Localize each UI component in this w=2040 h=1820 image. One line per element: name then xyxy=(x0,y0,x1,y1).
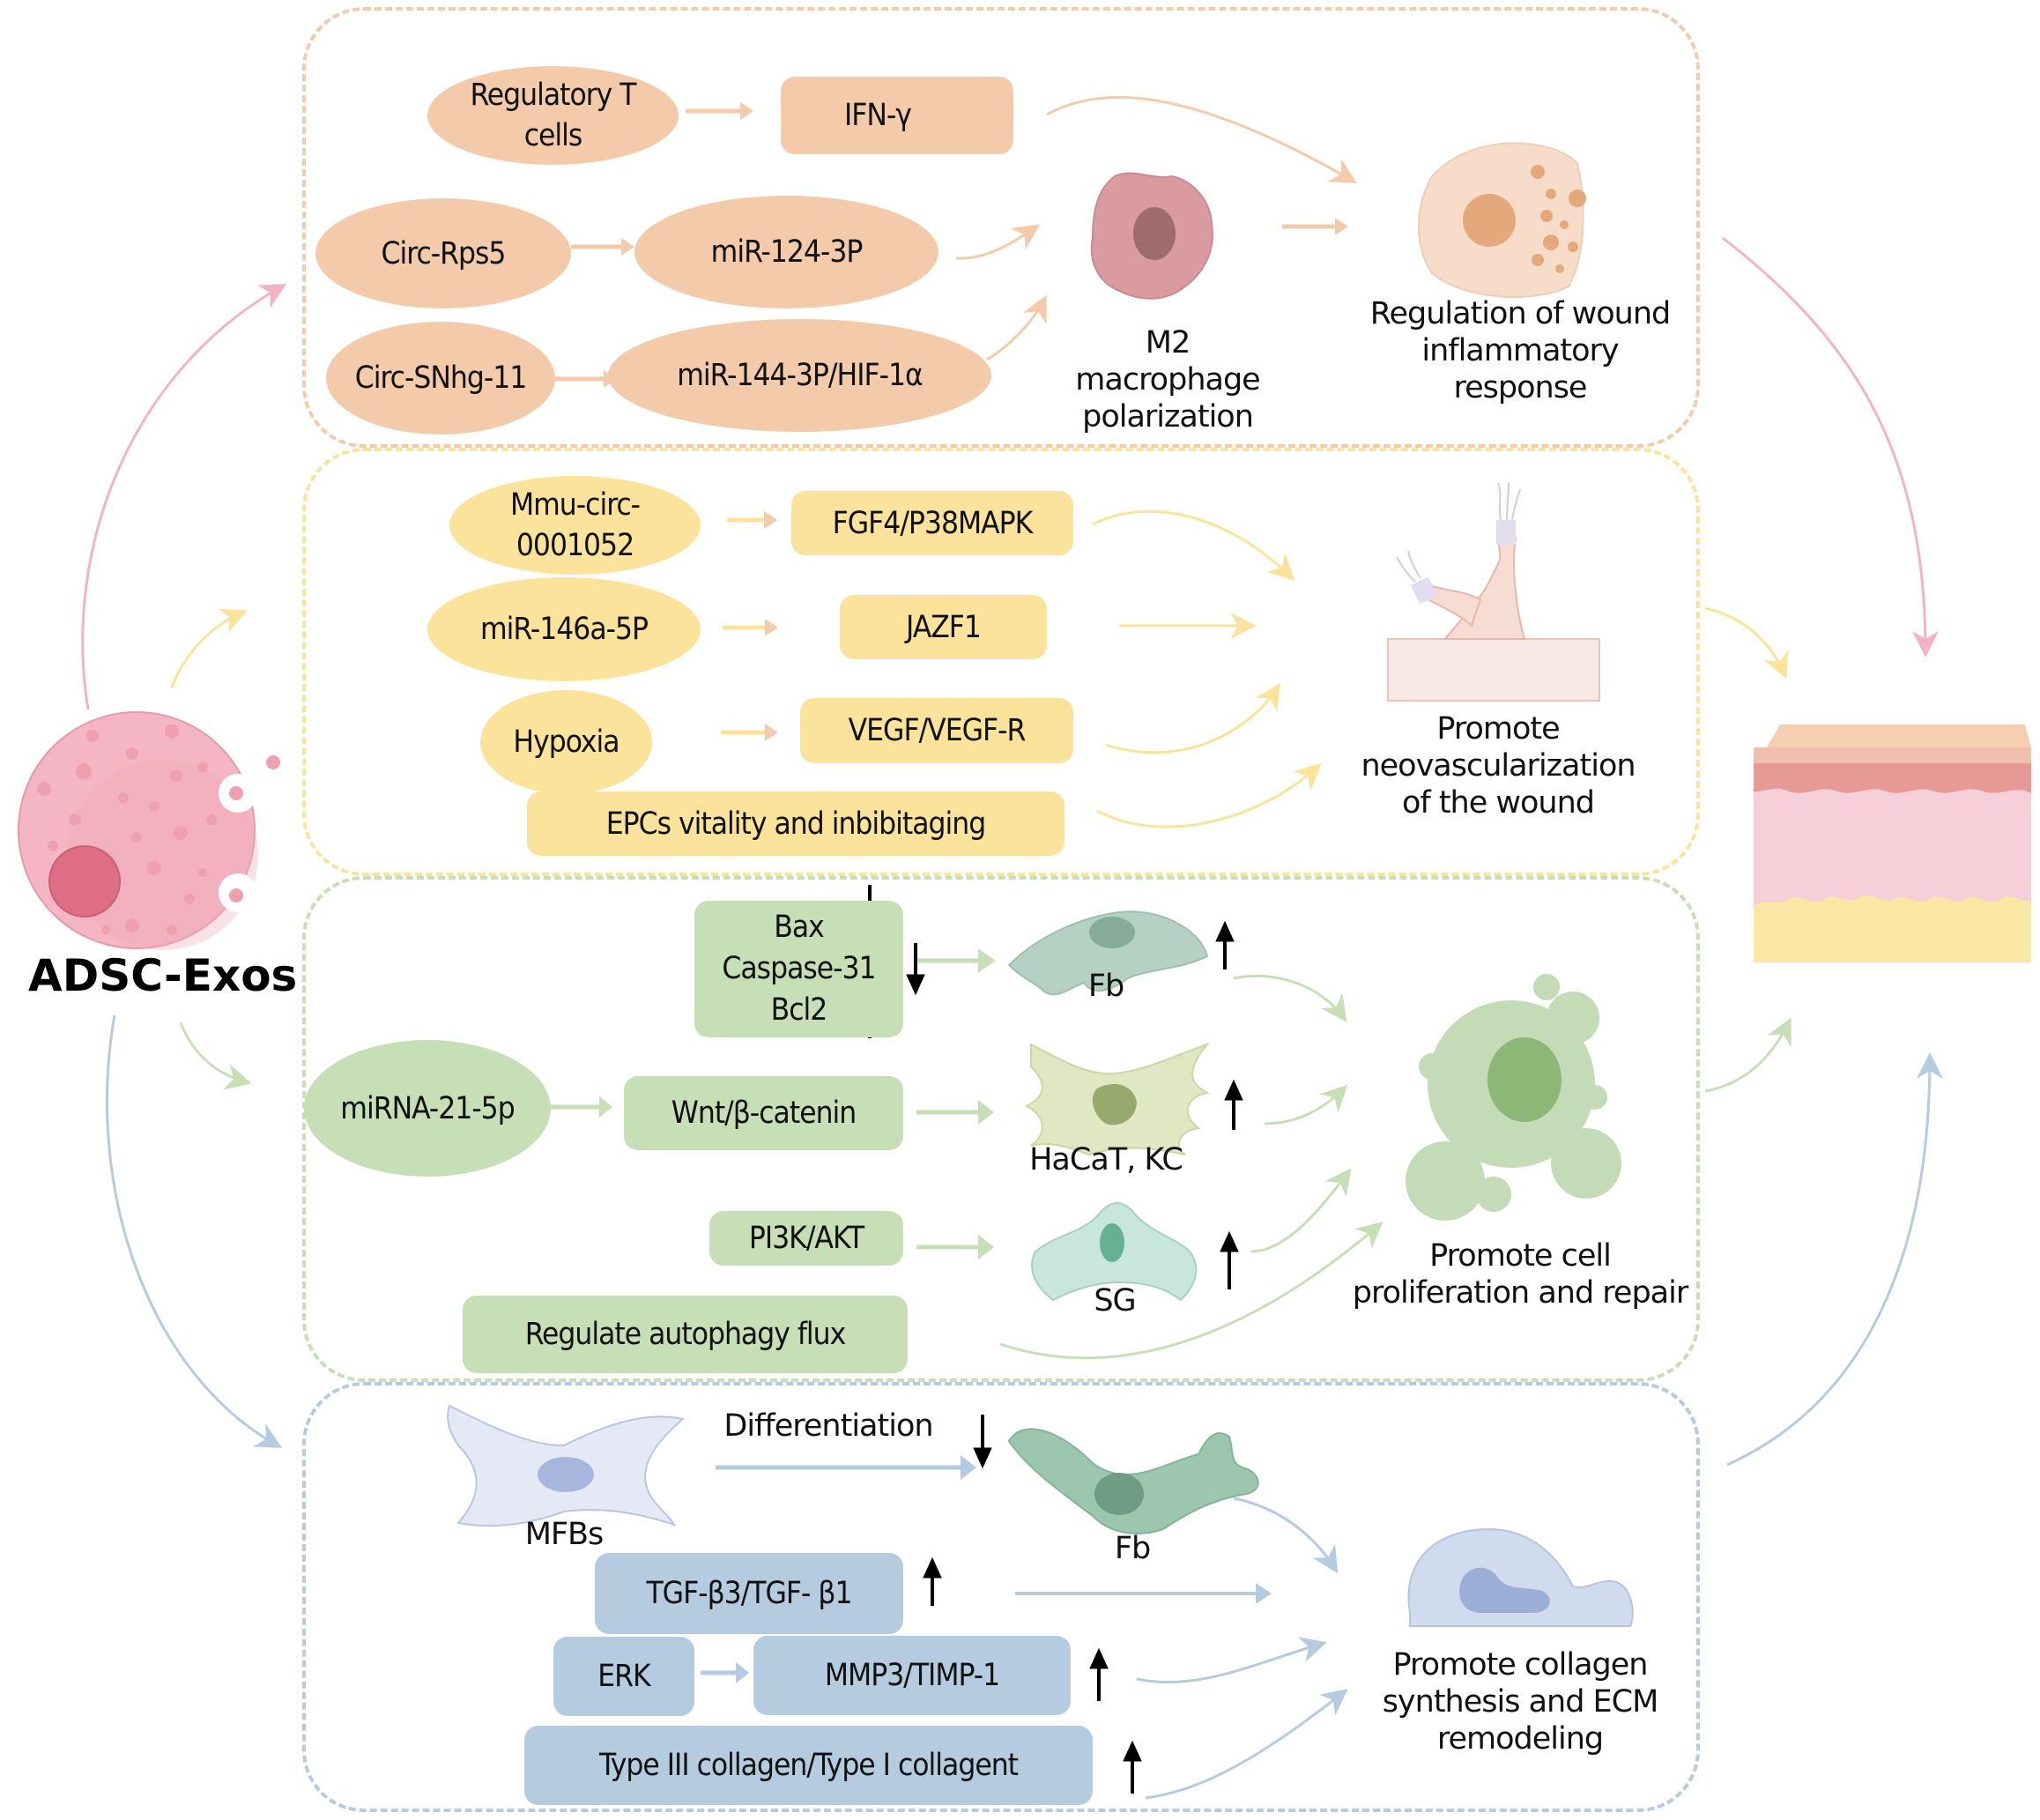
outcome-neovascularization: Promote neovascularization of the wound xyxy=(1361,711,1636,821)
outcome-inflammatory-response: Regulation of wound inflammatory respons… xyxy=(1369,296,1672,405)
inflammation-panel xyxy=(302,7,1700,448)
arrow-angiogenesis-to-skin xyxy=(1704,606,1789,680)
node-mirna-21-5p: miRNA-21-5p xyxy=(304,1040,551,1177)
node-ifn-gamma-label: IFN-γ xyxy=(844,98,912,133)
node-epcs-vitality: EPCs vitality and inbibitaging xyxy=(527,791,1065,856)
arrow-source-to-inflammation xyxy=(81,284,287,710)
source-label: ADSC-Exos xyxy=(28,950,298,1001)
arrow-inflammation-to-skin xyxy=(1722,236,1939,657)
node-pi3k-akt: PI3K/AKT xyxy=(709,1211,903,1266)
node-hypoxia: Hypoxia xyxy=(480,690,652,794)
node-mir-144-3p-hif: miR-144-3P/HIF-1α xyxy=(608,319,991,432)
arrow-source-to-angiogenesis xyxy=(170,608,248,688)
arrow-source-to-proliferation xyxy=(179,1021,252,1090)
label-sg: SG xyxy=(1094,1283,1136,1319)
outcome-cell-proliferation: Promote cell proliferation and repair xyxy=(1352,1238,1688,1311)
arrow-remodeling-to-skin xyxy=(1726,1052,1943,1467)
remodeling-panel xyxy=(302,1382,1700,1812)
node-mir-146a-5p: miR-146a-5P xyxy=(427,577,701,681)
node-regulate-autophagy-flux: Regulate autophagy flux xyxy=(463,1296,908,1373)
node-mir-124-3p: miR-124-3P xyxy=(634,196,938,308)
node-tgf-beta: TGF-β3/TGF- β1 xyxy=(595,1553,903,1634)
node-ifn-gamma: IFN-γ xyxy=(781,77,1013,154)
skin-tissue-icon xyxy=(1754,724,2031,962)
label-mfbs: MFBs xyxy=(524,1517,605,1552)
label-differentiation: Differentiation xyxy=(723,1408,933,1444)
node-mmu-circ-0001052: Mmu-circ-0001052 xyxy=(449,476,701,575)
node-vegf-vegf-r: VEGF/VEGF-R xyxy=(800,698,1073,763)
node-regulatory-t-cells: Regulatory T cells xyxy=(427,66,679,165)
proliferation-panel xyxy=(302,876,1700,1382)
node-circ-snhg-11: Circ-SNhg-11 xyxy=(326,322,555,435)
node-type-iii-collagen: Type III collagen/Type I collagent xyxy=(524,1726,1093,1805)
node-wnt-beta-catenin: Wnt/β-catenin xyxy=(624,1076,903,1150)
angiogenesis-panel xyxy=(302,448,1700,876)
node-erk: ERK xyxy=(553,1637,694,1716)
node-bcl2: Bcl2 xyxy=(770,992,828,1028)
node-mmp3-timp-1: MMP3/TIMP-1 xyxy=(753,1636,1071,1715)
node-circ-rps5: Circ-Rps5 xyxy=(315,198,571,308)
arrow-source-to-remodeling xyxy=(105,1014,283,1448)
arrow-proliferation-to-skin xyxy=(1704,1017,1791,1093)
node-caspase-31: Caspase-31 xyxy=(722,951,876,986)
node-apoptosis-markers: Bax Caspase-31 Bcl2 xyxy=(694,901,903,1037)
label-fb-remodeling: Fb xyxy=(1114,1531,1151,1566)
label-m2-macrophage-polarization: M2 macrophage polarization xyxy=(1075,325,1260,435)
node-bax: Bax xyxy=(774,910,825,945)
node-jazf1: JAZF1 xyxy=(840,595,1047,659)
outcome-collagen-synthesis: Promote collagen synthesis and ECM remod… xyxy=(1382,1647,1659,1757)
adsc-exosome-cell-icon xyxy=(18,711,280,950)
label-hacat-kc: HaCaT, KC xyxy=(1029,1142,1183,1177)
node-fgf4-p38mapk: FGF4/P38MAPK xyxy=(791,491,1073,555)
label-fb: Fb xyxy=(1087,969,1124,1004)
